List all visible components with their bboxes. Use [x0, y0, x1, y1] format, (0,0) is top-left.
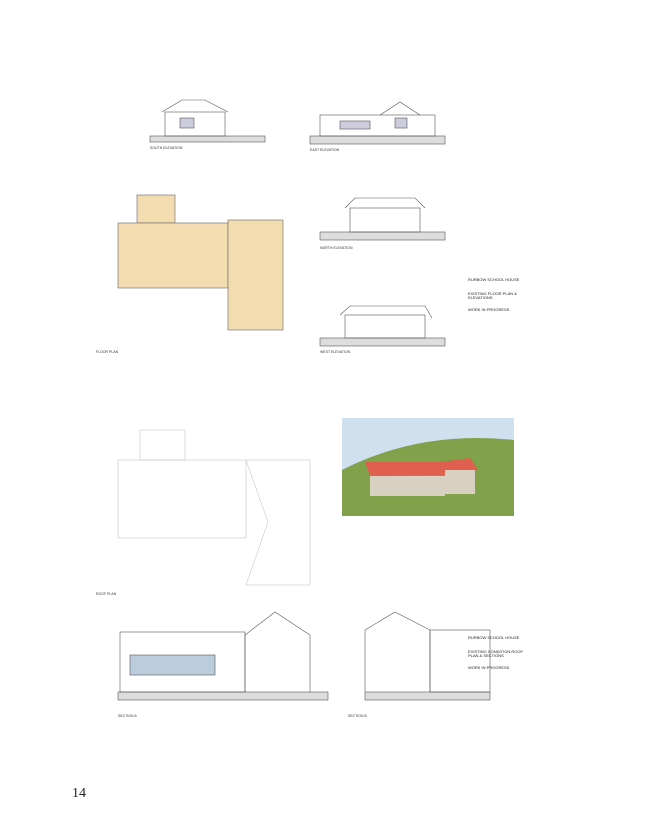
- drawing-label: FLOOR PLAN: [96, 350, 119, 354]
- drawing-title: EXISTING CONDITION ROOF PLAN & SECTIONS: [468, 649, 523, 658]
- drawing-label: SECTION A: [118, 714, 137, 718]
- floor-plan: [117, 194, 284, 331]
- project-title: RURBOW SCHOOL HOUSE: [468, 635, 520, 640]
- page-number: 14: [72, 786, 86, 801]
- section-a: [117, 611, 329, 701]
- drawing-title: EXISTING FLOOR PLAN & ELEVATIONS: [468, 291, 517, 300]
- drawing-label: EAST ELEVATION: [310, 148, 340, 152]
- drawing-label: SOUTH ELEVATION: [150, 146, 183, 150]
- roof-plan: [117, 429, 311, 586]
- render-image: [342, 418, 514, 516]
- drawing-label: ROOF PLAN: [96, 592, 117, 596]
- title-block-2: RURBOW SCHOOL HOUSE EXISTING CONDITION R…: [468, 636, 528, 670]
- project-title: RURBOW SCHOOL HOUSE: [468, 277, 520, 282]
- south-elevation: [149, 99, 266, 143]
- status: WORK IN PROGRESS: [468, 665, 510, 670]
- drawing-label: NORTH ELEVATION: [320, 246, 353, 250]
- status: WORK IN PROGRESS: [468, 307, 510, 312]
- east-elevation: [309, 101, 446, 145]
- section-b: [364, 611, 491, 701]
- west-elevation: [319, 305, 446, 347]
- title-block-1: RURBOW SCHOOL HOUSE EXISTING FLOOR PLAN …: [468, 278, 528, 312]
- north-elevation: [319, 197, 446, 241]
- drawing-label: SECTION B: [348, 714, 367, 718]
- drawing-label: WEST ELEVATION: [320, 350, 351, 354]
